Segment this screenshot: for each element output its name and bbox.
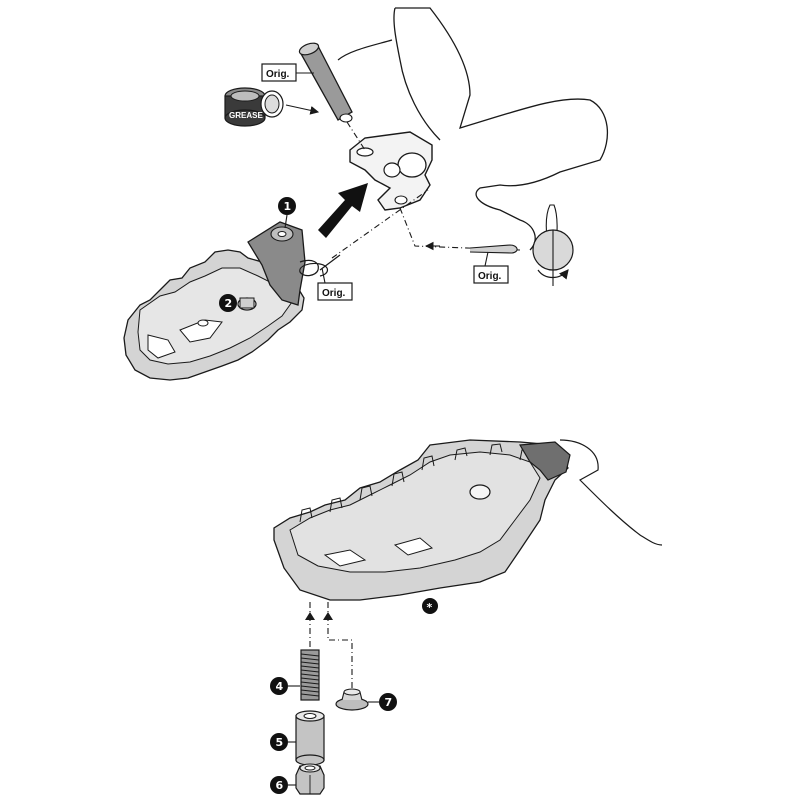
callout-7: 7 — [368, 693, 397, 711]
spacer-sleeve — [295, 710, 325, 766]
callout-7-label: 7 — [385, 696, 393, 709]
orig-label-pin: Orig. — [266, 69, 290, 80]
grease-tin: GREASE — [224, 87, 284, 127]
callout-5-label: 5 — [276, 736, 284, 749]
orig-tag-cotter: Orig. — [473, 265, 509, 284]
callout-6-label: 6 — [276, 779, 284, 792]
callout-5: 5 — [270, 733, 296, 751]
pin-guide-line — [346, 121, 366, 151]
callout-1: 1 — [278, 197, 296, 229]
hex-nut — [295, 763, 325, 795]
orig-label-cotter: Orig. — [478, 271, 502, 282]
orig-tag-spring: Orig. — [317, 282, 353, 301]
callout-6: 6 — [270, 776, 296, 794]
pivot-pin — [298, 42, 353, 123]
callout-2: 2 — [219, 294, 237, 312]
footpeg-top — [123, 221, 341, 381]
footpeg-bottom — [273, 439, 571, 601]
callout-star-label: * — [427, 601, 433, 614]
rubber-pad — [335, 688, 369, 711]
callout-1-label: 1 — [284, 200, 292, 213]
callout-4: 4 — [270, 677, 300, 695]
frame-outline-bottom — [559, 439, 663, 546]
insert-direction-arrow — [318, 183, 368, 238]
callout-2-label: 2 — [225, 297, 233, 310]
cotter-pin — [469, 244, 518, 254]
footpeg-bracket — [349, 131, 433, 211]
threaded-stud — [300, 649, 320, 701]
callout-4-label: 4 — [276, 680, 284, 693]
orig-label-spring: Orig. — [322, 288, 346, 299]
callout-star: * — [422, 598, 438, 614]
grease-label: GREASE — [229, 111, 263, 120]
bracket-guide-line — [399, 207, 521, 251]
cotter-pin-detail — [532, 204, 574, 286]
pad-guide-line — [327, 602, 353, 688]
frame-edge-top — [337, 39, 393, 61]
orig-tag-pin: Orig. — [261, 63, 297, 82]
frame-outline-top — [393, 7, 609, 251]
